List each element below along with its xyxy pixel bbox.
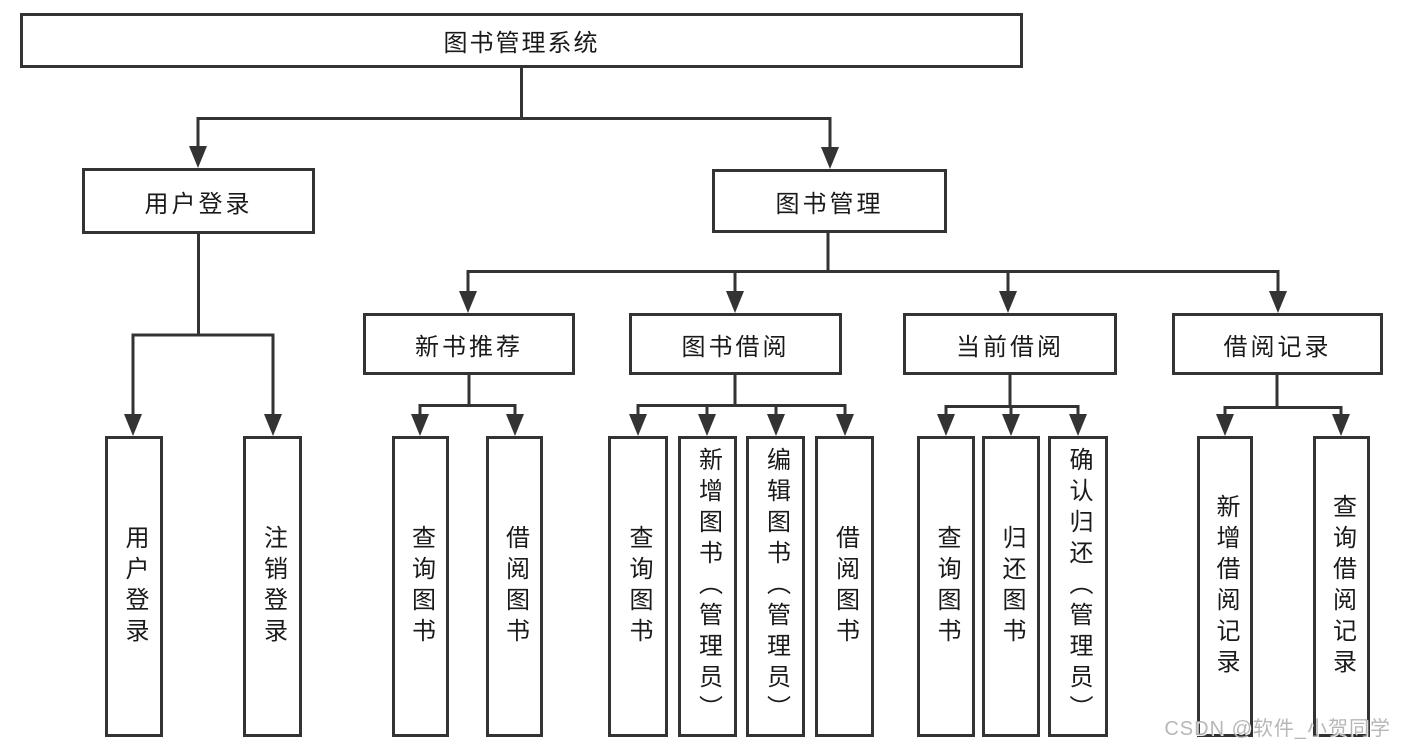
leaf-records-query-label: 查询借阅记录	[1328, 493, 1356, 680]
leaf-newbooks-query-label: 查询图书	[407, 524, 435, 649]
leaf-borrow-borrow: 借阅图书	[815, 436, 874, 737]
node-current-borrow-label: 当前借阅	[956, 333, 1064, 361]
leaf-current-confirm-label: 确认归还（管理员）	[1065, 447, 1092, 726]
leaf-logout: 注销登录	[243, 436, 302, 737]
leaf-borrow-add: 新增图书（管理员）	[678, 436, 737, 737]
leaf-current-return-label: 归还图书	[998, 524, 1025, 649]
node-user-login: 用户登录	[82, 168, 315, 234]
leaf-borrow-query-label: 查询图书	[625, 524, 652, 649]
leaf-logout-label: 注销登录	[259, 524, 287, 649]
arrowheads	[124, 146, 1350, 436]
leaf-user-login: 用户登录	[105, 436, 163, 737]
leaf-current-return: 归还图书	[982, 436, 1040, 737]
leaf-user-login-label: 用户登录	[121, 524, 148, 649]
node-root: 图书管理系统	[20, 13, 1023, 68]
leaf-newbooks-borrow-label: 借阅图书	[501, 524, 529, 649]
leaf-borrow-borrow-label: 借阅图书	[831, 524, 859, 649]
node-book-mgmt: 图书管理	[712, 169, 947, 233]
leaf-current-query-label: 查询图书	[933, 524, 960, 649]
leaf-current-query: 查询图书	[917, 436, 975, 737]
node-book-mgmt-label: 图书管理	[775, 190, 884, 218]
node-current-borrow: 当前借阅	[903, 313, 1117, 375]
node-book-borrow-label: 图书借阅	[681, 333, 790, 361]
node-borrow-records-label: 借阅记录	[1223, 333, 1332, 361]
node-new-books-label: 新书推荐	[415, 333, 523, 361]
leaf-borrow-add-label: 新增图书（管理员）	[694, 447, 722, 726]
leaf-newbooks-query: 查询图书	[392, 436, 449, 737]
node-book-borrow: 图书借阅	[629, 313, 842, 375]
node-borrow-records: 借阅记录	[1172, 313, 1383, 375]
leaf-records-query: 查询借阅记录	[1313, 436, 1370, 737]
leaf-borrow-query: 查询图书	[608, 436, 668, 737]
node-new-books: 新书推荐	[363, 313, 575, 375]
node-user-login-label: 用户登录	[144, 190, 253, 218]
leaf-borrow-edit-label: 编辑图书（管理员）	[762, 447, 790, 726]
leaf-borrow-edit: 编辑图书（管理员）	[746, 436, 805, 737]
node-root-label: 图书管理系统	[443, 30, 600, 57]
leaf-records-add-label: 新增借阅记录	[1212, 493, 1239, 680]
leaf-newbooks-borrow: 借阅图书	[486, 436, 543, 737]
leaf-current-confirm: 确认归还（管理员）	[1048, 436, 1108, 737]
leaf-records-add: 新增借阅记录	[1197, 436, 1253, 737]
